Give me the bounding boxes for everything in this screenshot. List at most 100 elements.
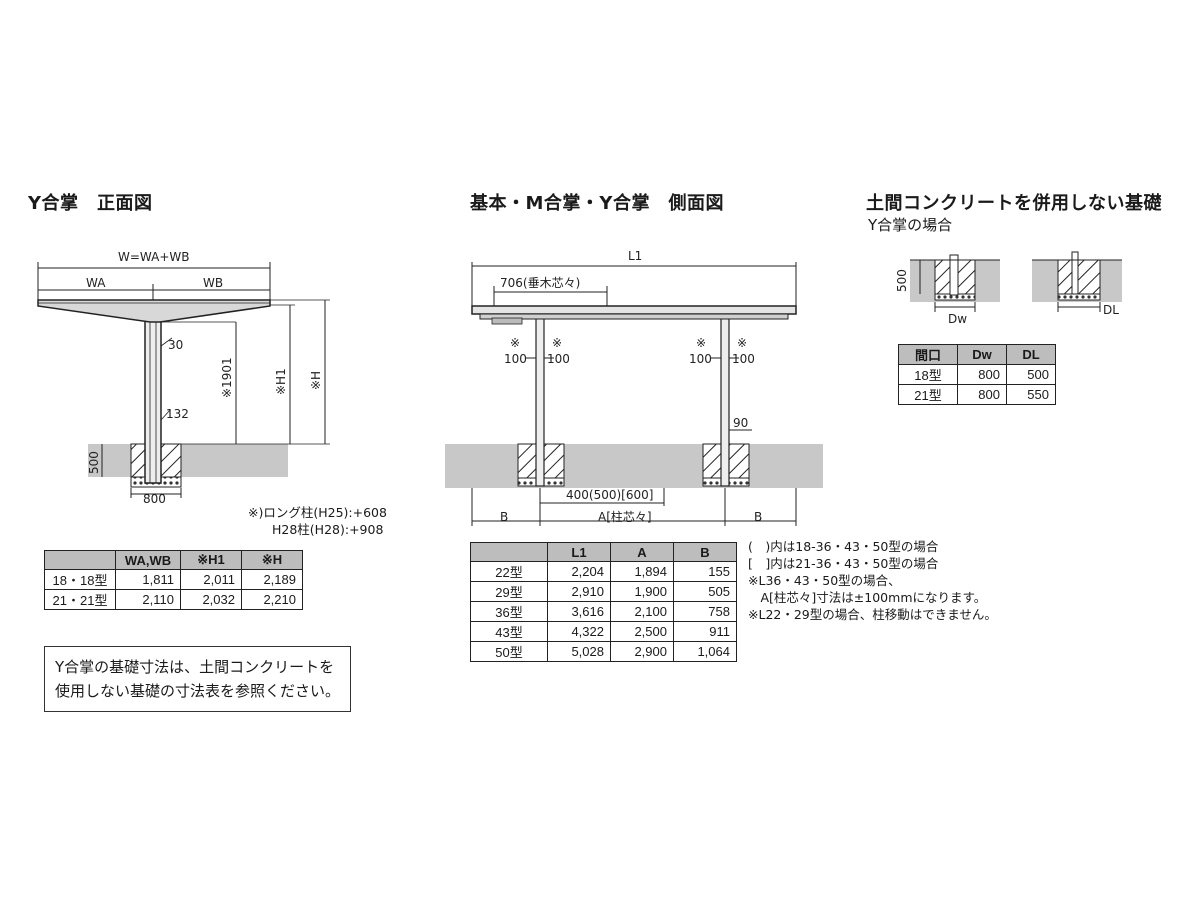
table-cell: 2,210 (241, 589, 303, 610)
table-cell: 2,100 (610, 601, 674, 622)
table-cell: 1,811 (115, 569, 181, 590)
front-post (144, 317, 162, 484)
side-post-right (720, 317, 730, 487)
table-header: A (610, 542, 674, 562)
table-cell: 22型 (470, 561, 548, 582)
foundation-detail-drawing: 500 Dw DL (895, 251, 1122, 326)
table-cell: 5,028 (547, 641, 611, 662)
table-row: 22型 2,204 1,894 155 (470, 561, 737, 582)
table-cell: 2,910 (547, 581, 611, 602)
dim-100-right-a: 100 (689, 352, 712, 366)
table-cell: 500 (1006, 364, 1056, 385)
table-header: L1 (547, 542, 611, 562)
table-cell: 2,500 (610, 621, 674, 642)
side-ground (445, 444, 823, 488)
table-header: ※H1 (180, 550, 242, 570)
table-header-row: 間口 Dw DL (898, 344, 1056, 365)
table-row: 21・21型 2,110 2,032 2,210 (44, 589, 303, 610)
mark-r2: ※ (737, 336, 747, 350)
info-line-2: 使用しない基礎の寸法表を参照ください。 (55, 682, 341, 700)
dim-wb: WB (203, 276, 223, 290)
found-dim-dl: DL (1103, 303, 1119, 317)
table-cell: 43型 (470, 621, 548, 642)
side-note-3: ※L36・43・50型の場合、 (748, 573, 901, 588)
table-cell: 36型 (470, 601, 548, 622)
table-cell: 50型 (470, 641, 548, 662)
front-view-drawing: W=WA+WB WA WB 30 132 ※1901 ※H1 ※H 500 80… (37, 250, 330, 506)
table-cell: 29型 (470, 581, 548, 602)
table-cell: 18・18型 (44, 569, 116, 590)
mark-l2: ※ (552, 336, 562, 350)
side-note-5: ※L22・29型の場合、柱移動はできません。 (748, 607, 997, 622)
table-header: B (673, 542, 737, 562)
table-cell: 550 (1006, 384, 1056, 405)
table-cell: 2,204 (547, 561, 611, 582)
table-header: WA,WB (115, 550, 181, 570)
table-header: 間口 (898, 344, 958, 365)
table-header: DL (1006, 344, 1056, 365)
dim-b-left: B (500, 510, 508, 524)
front-ground (88, 444, 288, 477)
table-header-row: WA,WB ※H1 ※H (44, 550, 303, 570)
table-cell: 18型 (898, 364, 958, 385)
dim-l1: L1 (628, 249, 642, 263)
table-row: 18・18型 1,811 2,011 2,189 (44, 569, 303, 590)
front-note-2: H28柱(H28):+908 (272, 522, 384, 537)
table-cell: 1,894 (610, 561, 674, 582)
table-cell: 1,064 (673, 641, 737, 662)
table-cell: 800 (957, 384, 1007, 405)
table-row: 18型 800 500 (898, 364, 1056, 385)
table-cell: 21型 (898, 384, 958, 405)
side-spec-table: L1 A B 22型 2,204 1,894 155 29型 2,910 1,9… (470, 542, 737, 662)
table-row: 21型 800 550 (898, 384, 1056, 405)
side-post-left (535, 317, 545, 487)
info-line-1: Y合掌の基礎寸法は、土間コンクリートを (55, 658, 335, 676)
dim-wa: WA (86, 276, 106, 290)
foundation-title: 土間コンクリートを併用しない基礎 (866, 193, 1162, 214)
table-header-row: L1 A B (470, 542, 737, 562)
dim-100-left-b: 100 (547, 352, 570, 366)
table-row: 29型 2,910 1,900 505 (470, 581, 737, 602)
table-cell: 21・21型 (44, 589, 116, 610)
table-cell: 758 (673, 601, 737, 622)
dim-100-left-a: 100 (504, 352, 527, 366)
table-cell: 2,900 (610, 641, 674, 662)
front-spec-table: WA,WB ※H1 ※H 18・18型 1,811 2,011 2,189 21… (44, 550, 303, 610)
table-cell: 800 (957, 364, 1007, 385)
table-row: 36型 3,616 2,100 758 (470, 601, 737, 622)
table-cell: 911 (673, 621, 737, 642)
table-row: 43型 4,322 2,500 911 (470, 621, 737, 642)
table-header (44, 550, 116, 570)
foundation-subtitle: Y合掌の場合 (868, 216, 953, 234)
side-view-drawing: L1 706(垂木芯々) ※ ※ 100 100 ※ ※ 100 100 90 … (445, 249, 823, 526)
mark-l1: ※ (510, 336, 520, 350)
table-cell: 2,189 (241, 569, 303, 590)
side-view-title: 基本・M合掌・Y合掌 側面図 (470, 193, 724, 214)
dim-706: 706(垂木芯々) (500, 276, 580, 290)
side-roof (471, 305, 797, 315)
dim-h1: ※H1 (274, 368, 288, 395)
side-note-2: [ ]内は21-36・43・50型の場合 (748, 556, 939, 571)
side-note-1: ( )内は18-36・43・50型の場合 (748, 539, 939, 554)
table-cell: 3,616 (547, 601, 611, 622)
table-header: ※H (241, 550, 303, 570)
dim-100-right-b: 100 (732, 352, 755, 366)
dim-500: 500 (87, 451, 101, 474)
table-header: Dw (957, 344, 1007, 365)
front-note-1: ※)ロング柱(H25):+608 (248, 505, 387, 520)
dim-30: 30 (168, 338, 183, 352)
side-note-4: A[柱芯々]寸法は±100mmになります。 (748, 590, 987, 605)
front-info-box: Y合掌の基礎寸法は、土間コンクリートを 使用しない基礎の寸法表を参照ください。 (44, 646, 352, 712)
found-dim-500: 500 (895, 269, 909, 292)
found-dim-dw: Dw (948, 312, 967, 326)
mark-r1: ※ (696, 336, 706, 350)
front-roof (37, 299, 271, 323)
table-row: 50型 5,028 2,900 1,064 (470, 641, 737, 662)
dim-b-right: B (754, 510, 762, 524)
dim-90: 90 (733, 416, 748, 430)
table-cell: 2,032 (180, 589, 242, 610)
front-view-title: Y合掌 正面図 (28, 193, 153, 214)
dim-1901: ※1901 (220, 357, 234, 398)
table-cell: 505 (673, 581, 737, 602)
